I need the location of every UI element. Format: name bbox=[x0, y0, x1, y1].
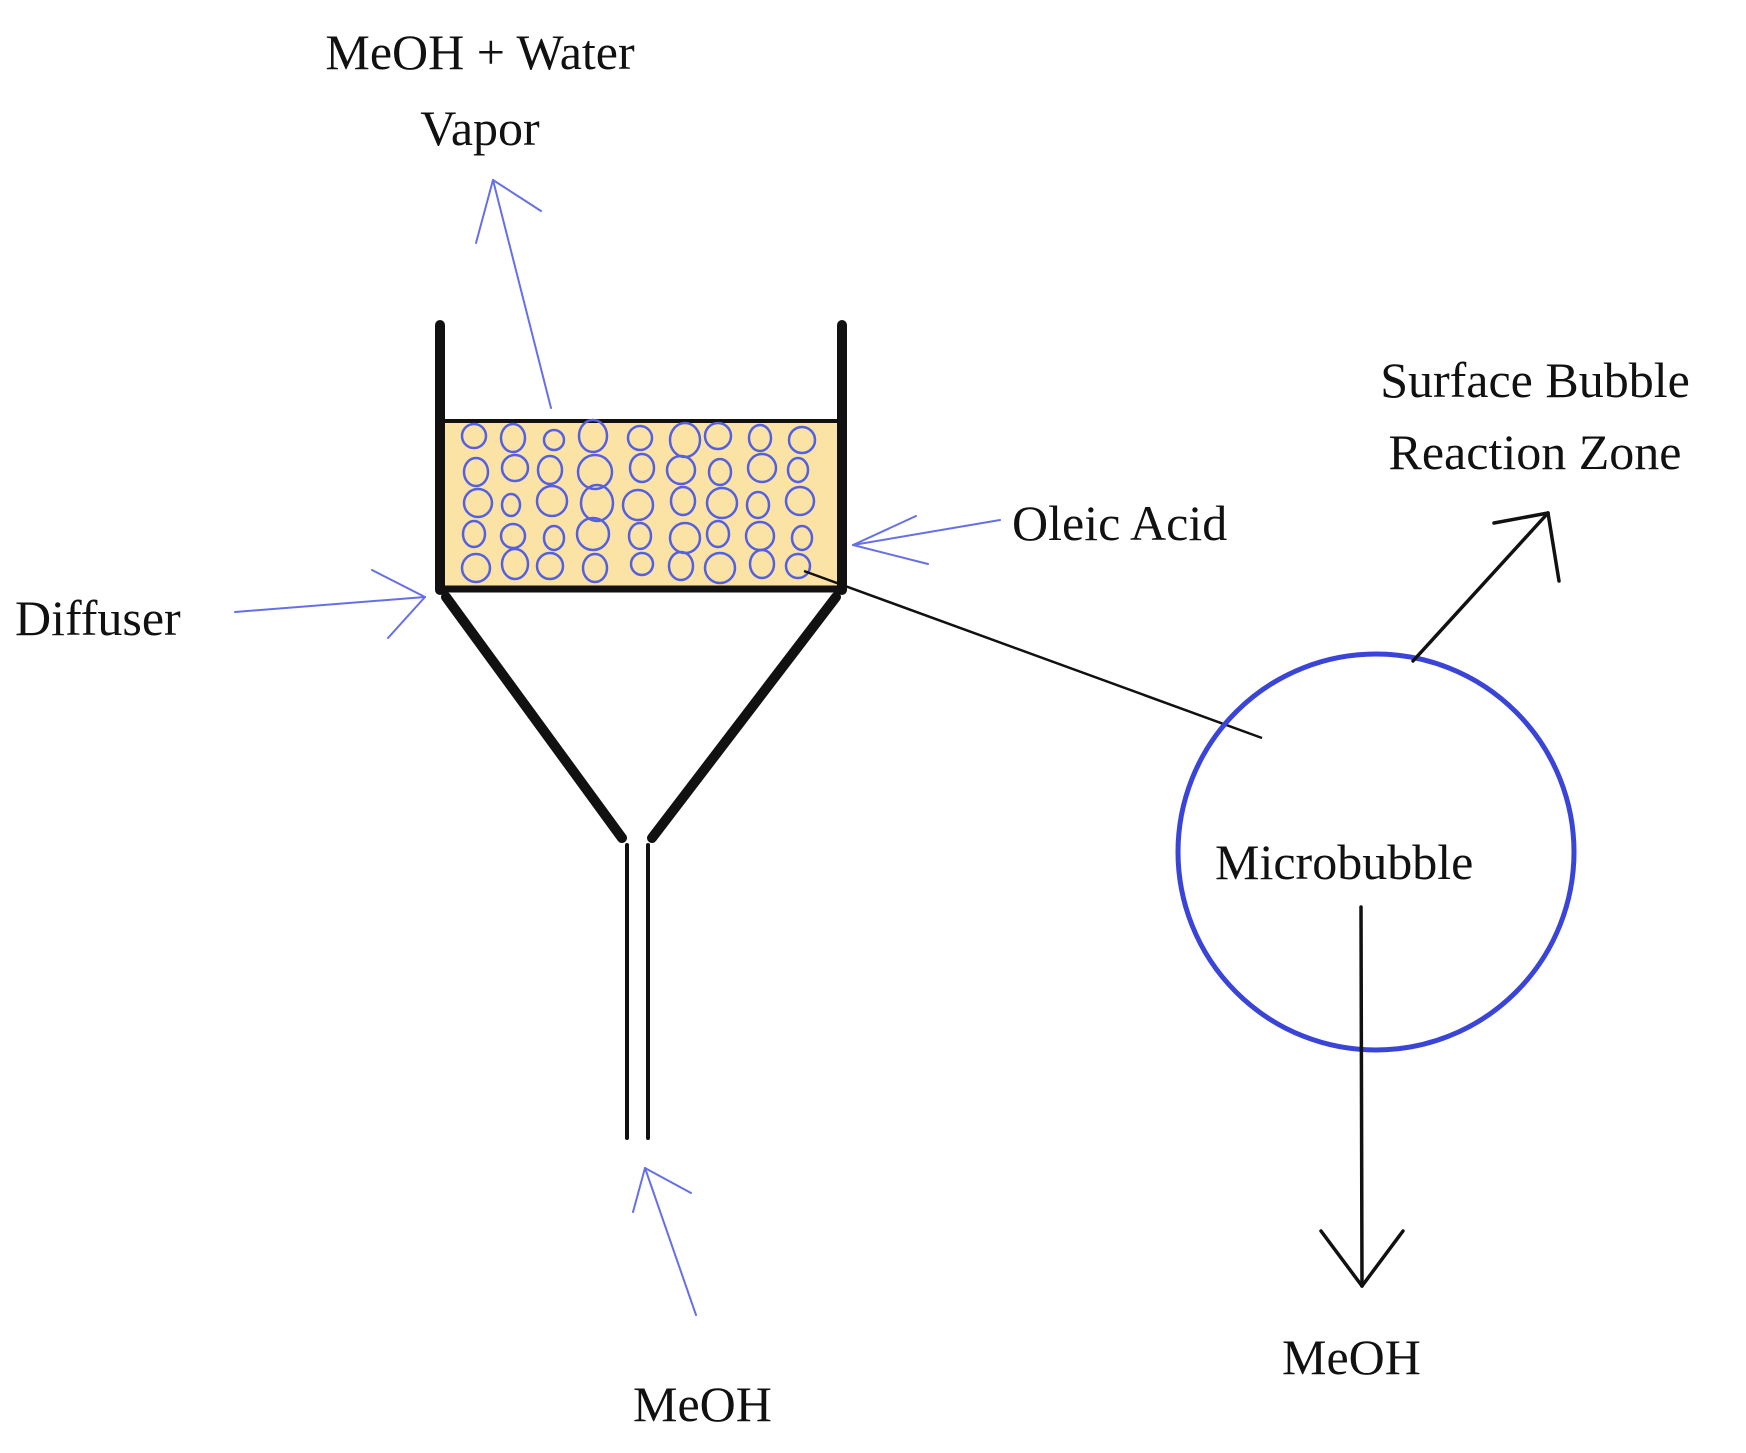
microbubble bbox=[460, 552, 492, 584]
microbubble bbox=[786, 456, 810, 484]
vapor-arrow-icon bbox=[475, 179, 552, 409]
microbubble bbox=[576, 453, 614, 491]
bubble-cluster bbox=[460, 418, 817, 585]
microbubble bbox=[748, 548, 776, 580]
microbubble bbox=[581, 552, 609, 584]
vapor-label-line2: Vapor bbox=[420, 100, 540, 156]
microbubble bbox=[784, 552, 812, 580]
funnel-left-side bbox=[441, 592, 627, 843]
microbubble bbox=[703, 421, 733, 451]
microbubble bbox=[669, 485, 697, 517]
microbubble bbox=[500, 453, 530, 483]
microbubble bbox=[577, 418, 609, 454]
microbubble bbox=[790, 524, 814, 552]
microbubble bbox=[705, 519, 731, 549]
oleic-acid-arrow-icon bbox=[852, 515, 1001, 565]
funnel bbox=[441, 592, 841, 1140]
funnel-right-side bbox=[647, 592, 841, 843]
microbubble bbox=[746, 452, 778, 484]
meoh-inlet-label: MeOH bbox=[633, 1376, 772, 1432]
meoh-out-arrow-icon bbox=[1319, 905, 1405, 1288]
microbubble bbox=[535, 484, 569, 518]
microbubble bbox=[621, 488, 655, 522]
callout-leader-line bbox=[803, 569, 1263, 740]
microbubble bbox=[707, 457, 733, 487]
microbubble bbox=[499, 422, 527, 454]
microbubble bbox=[745, 490, 771, 520]
microbubble bbox=[462, 456, 490, 488]
microbubble bbox=[667, 550, 695, 582]
meoh-out-label: MeOH bbox=[1282, 1329, 1421, 1385]
microbubble bbox=[665, 454, 697, 486]
diffuser-label: Diffuser bbox=[15, 590, 181, 646]
surface-reaction-label-line2: Reaction Zone bbox=[1388, 424, 1682, 480]
microbubble-label: Microbubble bbox=[1215, 834, 1474, 890]
microbubble bbox=[784, 485, 816, 517]
vapor-label: MeOH + Water Vapor bbox=[270, 22, 690, 158]
microbubble bbox=[629, 551, 655, 577]
surface-reaction-label-line1: Surface Bubble bbox=[1380, 352, 1690, 408]
surface-reaction-label: Surface Bubble Reaction Zone bbox=[1330, 350, 1740, 482]
microbubble bbox=[460, 422, 488, 450]
microbubble bbox=[575, 516, 611, 552]
microbubble bbox=[579, 483, 615, 523]
microbubble bbox=[500, 492, 522, 518]
microbubble bbox=[542, 524, 566, 552]
microbubble bbox=[461, 519, 487, 549]
microbubble bbox=[500, 547, 530, 581]
diffuser-arrow-icon bbox=[234, 569, 426, 639]
meoh-inlet-arrow-icon bbox=[632, 1167, 697, 1316]
microbubble bbox=[627, 521, 653, 551]
microbubble bbox=[535, 551, 565, 581]
microbubble bbox=[703, 551, 737, 585]
microbubble bbox=[462, 487, 494, 519]
vapor-label-line1: MeOH + Water bbox=[325, 24, 635, 80]
surface-reaction-arrow-icon bbox=[1411, 511, 1561, 663]
microbubble bbox=[536, 454, 564, 486]
microbubble bbox=[705, 486, 739, 520]
microbubble bbox=[787, 425, 817, 455]
microbubble bbox=[747, 423, 773, 453]
microbubble-circle bbox=[1175, 651, 1577, 1053]
reactor-vessel bbox=[435, 320, 847, 595]
microbubble bbox=[626, 424, 654, 452]
oleic-acid-label: Oleic Acid bbox=[1012, 495, 1228, 551]
microbubble bbox=[542, 428, 566, 452]
microbubble bbox=[628, 452, 656, 484]
